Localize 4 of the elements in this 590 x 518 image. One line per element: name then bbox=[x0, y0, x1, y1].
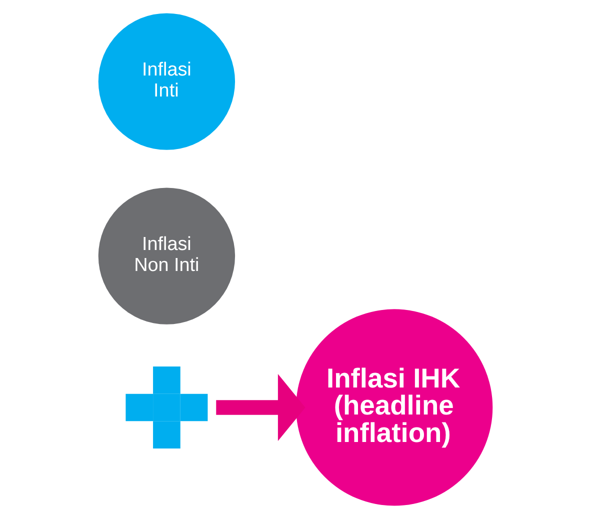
arrow bbox=[216, 373, 305, 441]
node-circle: Inflasi Inti bbox=[98, 12, 235, 150]
node-circle: Inflasi IHK (headline inflation) bbox=[296, 308, 492, 506]
node-circle: Inflasi Non Inti bbox=[98, 187, 235, 324]
